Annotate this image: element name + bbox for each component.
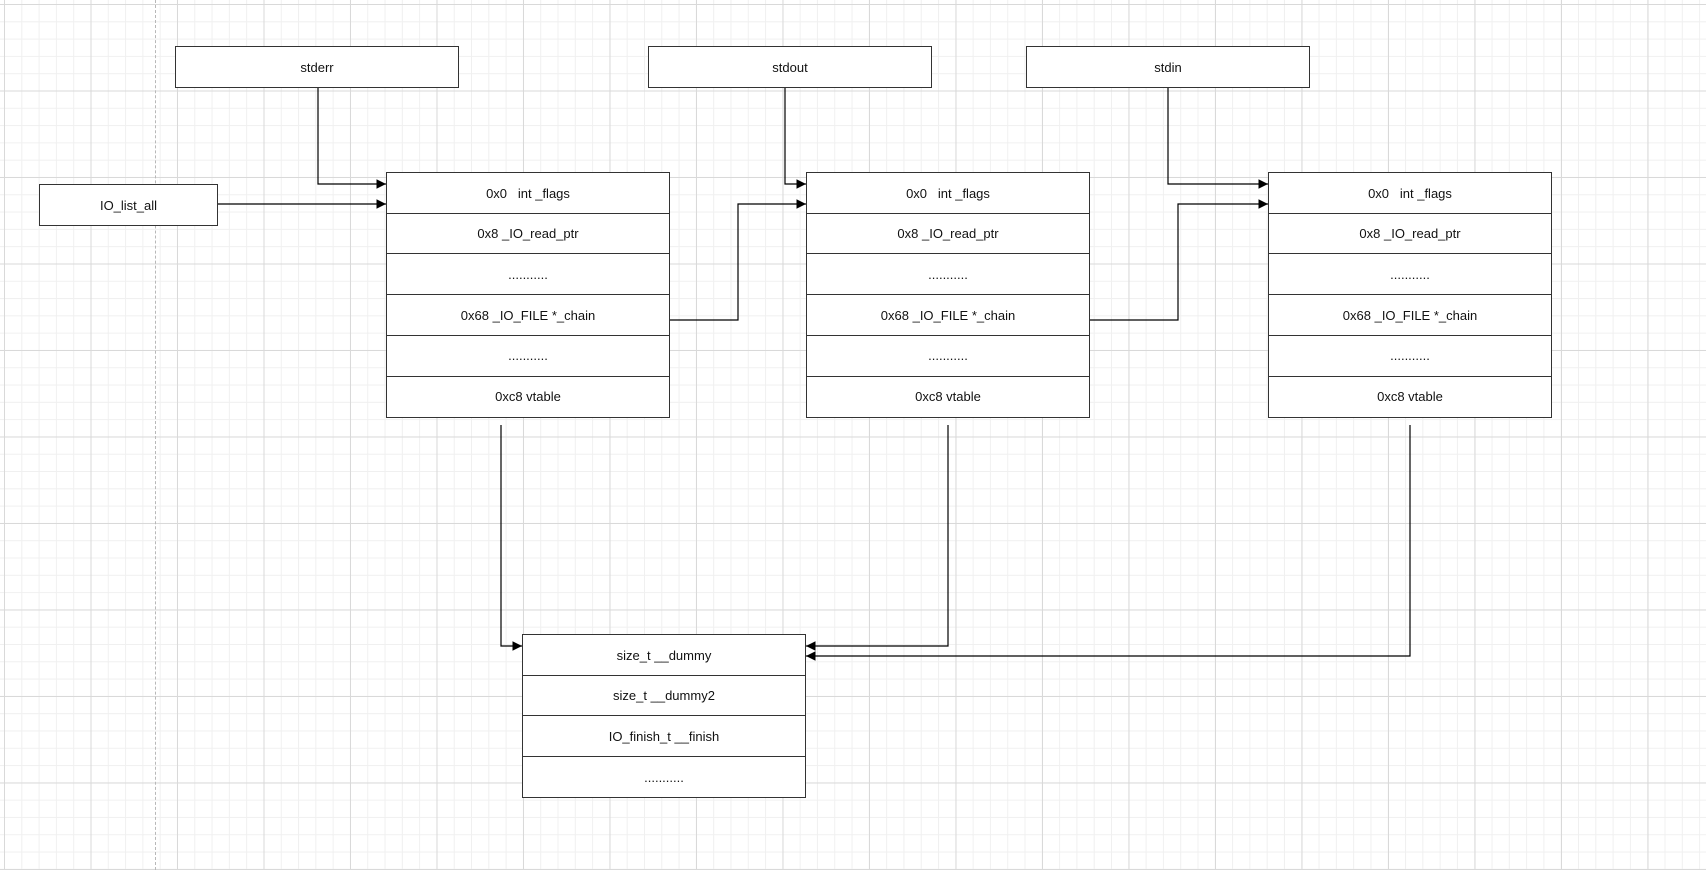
field-chain: 0x68 _IO_FILE *_chain: [806, 294, 1090, 337]
vtable-arrow-1: [500, 425, 522, 651]
stderr-box[interactable]: stderr: [175, 46, 459, 88]
io-list-all-label: IO_list_all: [99, 197, 158, 213]
field-ellipsis: ...........: [1268, 253, 1552, 296]
field-ellipsis: ...........: [1268, 334, 1552, 377]
field-vtable: 0xc8 vtable: [1268, 375, 1552, 418]
stdout-box[interactable]: stdout: [648, 46, 932, 88]
field-vtable: 0xc8 vtable: [806, 375, 1090, 418]
stdout-arrow: [784, 88, 806, 189]
vtable-arrow-2: [806, 425, 949, 651]
page-border: [155, 0, 156, 870]
field-io-read-ptr: 0x8 _IO_read_ptr: [1268, 212, 1552, 255]
field-dummy: size_t __dummy: [522, 634, 806, 676]
io-list-all-box[interactable]: IO_list_all: [39, 184, 218, 226]
io-file-struct-stdout[interactable]: 0x0 int _flags 0x8 _IO_read_ptr ........…: [806, 172, 1090, 418]
stdin-label: stdin: [1154, 59, 1182, 75]
field-io-read-ptr: 0x8 _IO_read_ptr: [386, 212, 670, 255]
chain-arrow-1: [670, 199, 806, 321]
field-chain: 0x68 _IO_FILE *_chain: [1268, 294, 1552, 337]
field-ellipsis: ...........: [386, 334, 670, 377]
io-file-struct-stdin[interactable]: 0x0 int _flags 0x8 _IO_read_ptr ........…: [1268, 172, 1552, 418]
stdin-arrow: [1167, 88, 1268, 189]
field-ellipsis: ...........: [806, 334, 1090, 377]
field-flags: 0x0 int _flags: [806, 172, 1090, 214]
stderr-label: stderr: [300, 59, 334, 75]
field-io-read-ptr: 0x8 _IO_read_ptr: [806, 212, 1090, 255]
vtable-struct[interactable]: size_t __dummy size_t __dummy2 IO_finish…: [522, 634, 806, 799]
stdin-box[interactable]: stdin: [1026, 46, 1310, 88]
io-file-struct-stderr[interactable]: 0x0 int _flags 0x8 _IO_read_ptr ........…: [386, 172, 670, 418]
field-flags: 0x0 int _flags: [1268, 172, 1552, 214]
field-ellipsis: ...........: [806, 253, 1090, 296]
field-vtable: 0xc8 vtable: [386, 375, 670, 418]
chain-arrow-2: [1090, 199, 1268, 321]
stderr-arrow: [317, 88, 386, 189]
field-finish: IO_finish_t __finish: [522, 715, 806, 758]
field-ellipsis: ...........: [386, 253, 670, 296]
field-ellipsis: ...........: [522, 756, 806, 799]
vtable-arrow-3: [806, 425, 1411, 661]
field-flags: 0x0 int _flags: [386, 172, 670, 214]
field-dummy2: size_t __dummy2: [522, 674, 806, 717]
field-chain: 0x68 _IO_FILE *_chain: [386, 294, 670, 337]
stdout-label: stdout: [772, 59, 808, 75]
